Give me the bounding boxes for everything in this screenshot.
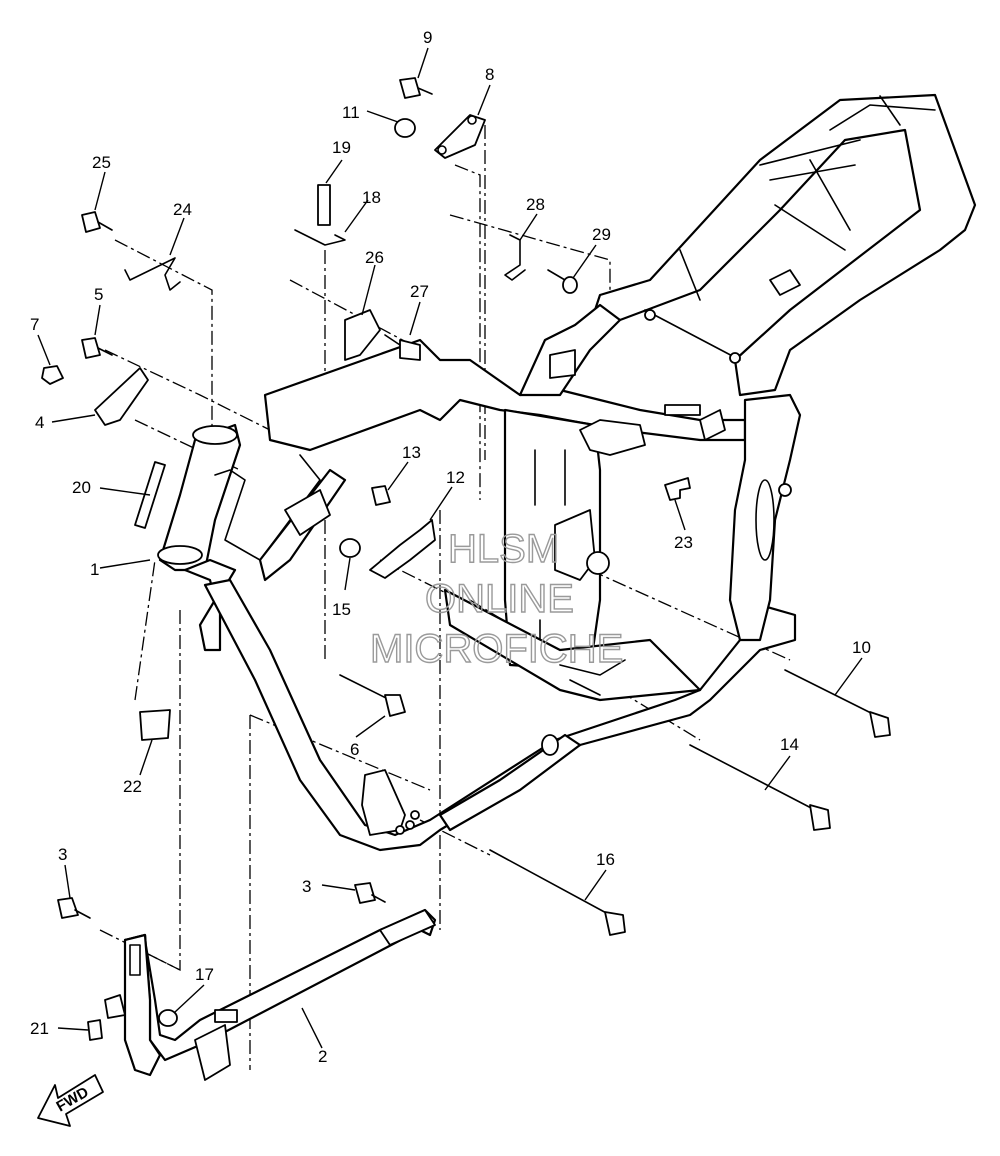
callout-6: 6 [350,740,359,759]
callout-25: 25 [92,153,111,172]
callout-numbers: 1 2 3 3 4 5 6 7 8 9 10 11 12 13 14 15 16… [30,28,871,1066]
callout-16: 16 [596,850,615,869]
watermark: HLSM ONLINE MICROFICHE [369,526,624,671]
callout-18: 18 [362,188,381,207]
callout-13: 13 [402,443,421,462]
callout-19: 19 [332,138,351,157]
callout-3a: 3 [58,845,67,864]
callout-11: 11 [342,103,360,122]
fwd-arrow-icon: FWD [37,1074,104,1127]
callout-10: 10 [852,638,871,657]
callout-8: 8 [485,65,494,84]
callout-26: 26 [365,248,384,267]
callout-23: 23 [674,533,693,552]
callout-24: 24 [173,200,192,219]
callout-15: 15 [332,600,351,619]
callout-14: 14 [780,735,799,754]
callout-3b: 3 [302,877,311,896]
callout-5: 5 [94,285,103,304]
callout-17: 17 [195,965,214,984]
callout-27: 27 [410,282,429,301]
watermark-line-2: ONLINE [425,577,574,621]
lower-front-tube [104,908,437,1081]
callout-29: 29 [592,225,611,244]
callout-22: 22 [123,777,142,796]
callout-7: 7 [30,315,39,334]
callout-2: 2 [318,1047,327,1066]
main-frame [157,93,977,852]
watermark-line-1: HLSM [448,527,559,571]
callout-1: 1 [90,560,99,579]
callout-21: 21 [30,1019,49,1038]
watermark-line-3: MICROFICHE [370,627,623,671]
callout-9: 9 [423,28,432,47]
callout-20: 20 [72,478,91,497]
callout-28: 28 [526,195,545,214]
callout-4: 4 [35,413,44,432]
callout-12: 12 [446,468,465,487]
small-parts [41,77,891,1041]
callout-leaders [37,47,863,1049]
